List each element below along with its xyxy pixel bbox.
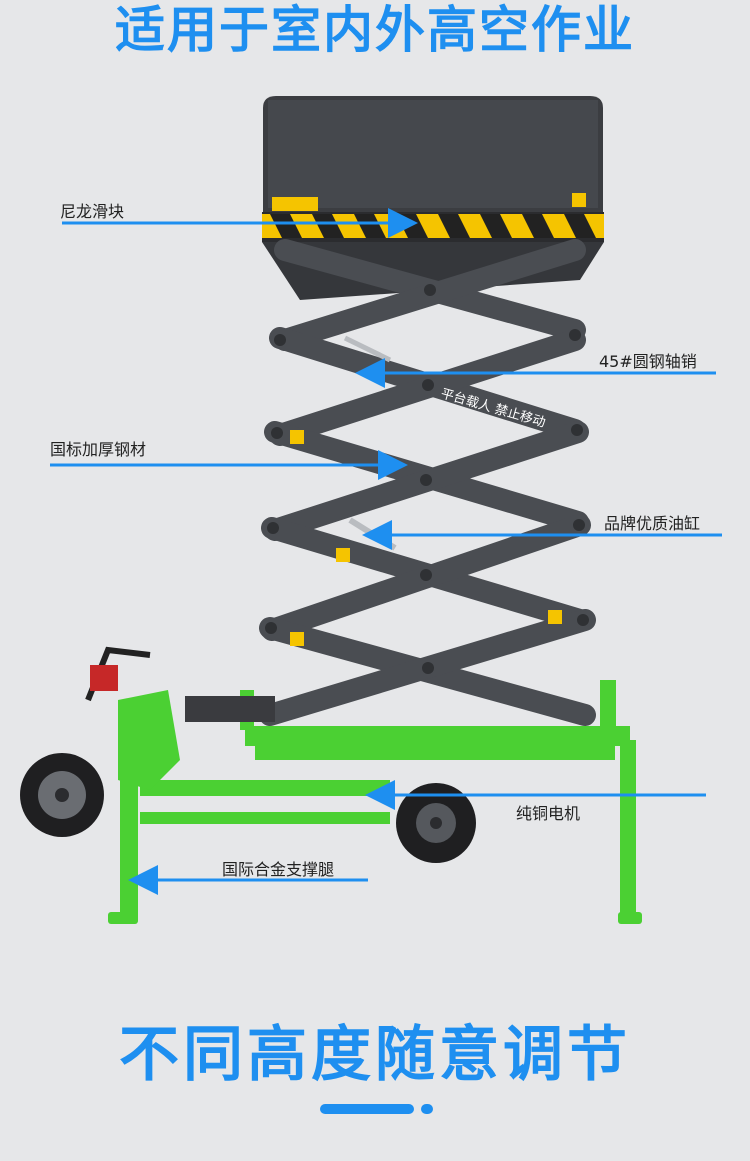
front-wheel xyxy=(20,753,104,837)
scissor-lift-illustration: 平台载人 禁止移动 xyxy=(20,96,722,924)
callout-label-nylon-slider: 尼龙滑块 xyxy=(60,202,125,221)
warning-sticker-icon xyxy=(272,197,318,211)
callout-arrows xyxy=(50,208,722,895)
warning-sticker-icon xyxy=(336,548,350,562)
warning-sticker-icon xyxy=(548,610,562,624)
warning-sticker-icon xyxy=(290,632,304,646)
callout-label-copper-motor: 纯铜电机 xyxy=(516,804,581,823)
callout-label-round-steel-pin: 45#圆钢轴销 xyxy=(599,352,697,371)
callout-label-support-leg: 国际合金支撑腿 xyxy=(222,860,335,879)
platform-box xyxy=(262,96,604,300)
decor-dot xyxy=(421,1104,433,1114)
callout-label-oil-cylinder: 品牌优质油缸 xyxy=(604,514,701,533)
headline-top: 适用于室内外高空作业 xyxy=(115,1,635,59)
callout-label-steel-material: 国标加厚钢材 xyxy=(50,440,147,459)
rear-wheel xyxy=(396,783,476,863)
scissor-pins xyxy=(265,284,589,674)
headline-bottom: 不同高度随意调节 xyxy=(119,1020,631,1090)
driver-seat xyxy=(185,696,275,722)
hydraulic-cylinder xyxy=(343,335,392,363)
warning-sticker-icon xyxy=(290,430,304,444)
support-legs xyxy=(108,740,642,924)
decor-dash xyxy=(320,1104,414,1114)
warning-sticker-icon xyxy=(572,193,586,207)
hazard-stripe xyxy=(262,214,604,238)
handlebar xyxy=(85,646,151,702)
